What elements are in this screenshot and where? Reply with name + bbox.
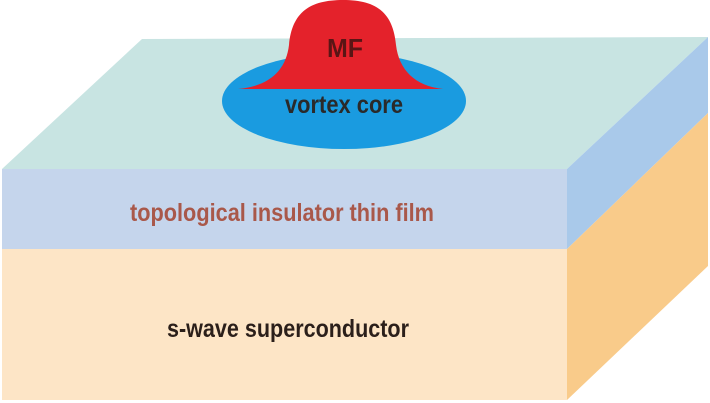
vortex-core-label: vortex core	[285, 91, 403, 119]
sc-layer-label: s-wave superconductor	[167, 315, 409, 343]
ti-layer-front	[2, 169, 567, 249]
mf-label: MF	[327, 33, 363, 63]
ti-layer-label: topological insulator thin film	[130, 199, 434, 227]
ti-layer-side	[567, 37, 708, 249]
sc-layer-side	[567, 113, 708, 400]
sc-layer-front	[2, 249, 567, 400]
majorana-peak	[238, 0, 443, 89]
